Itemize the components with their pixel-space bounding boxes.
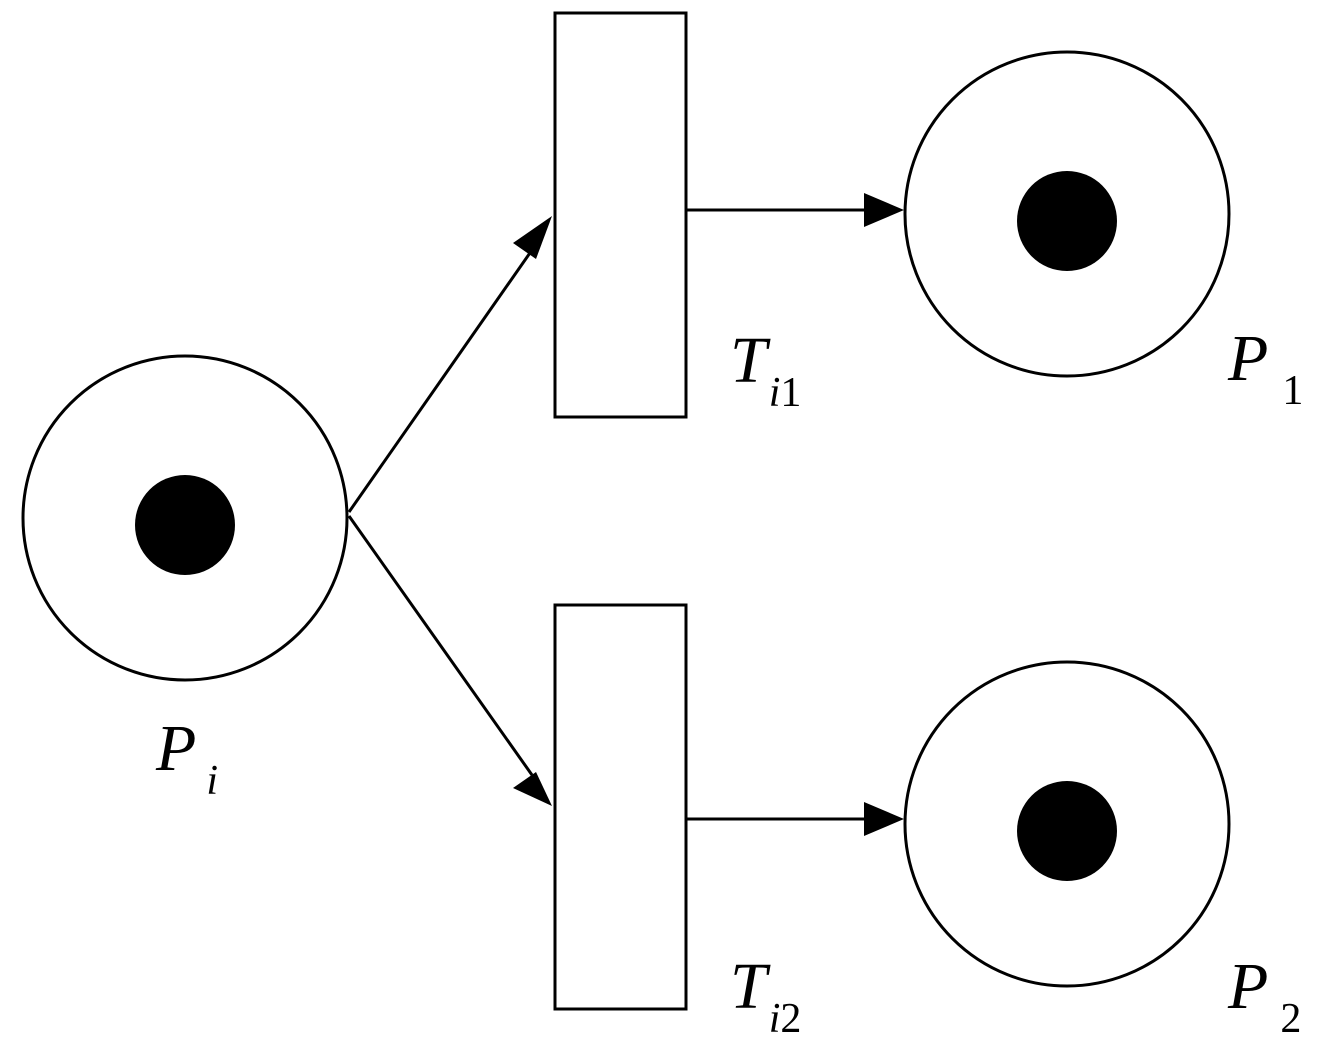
- transition-ti1: Ti1: [553, 11, 801, 419]
- transition-ti2-box: [553, 603, 688, 1011]
- transition-ti2-label: Ti2: [730, 950, 801, 1042]
- transition-ti1-box: [553, 11, 688, 419]
- place-pi-token: [135, 475, 235, 575]
- transition-ti1-label: Ti1: [730, 324, 801, 416]
- transition-ti2: Ti2: [553, 603, 801, 1042]
- arc-pi-ti2: [347, 515, 552, 806]
- place-p2-token: [1017, 781, 1117, 881]
- arc-ti2-p2: [687, 802, 904, 836]
- arc-pi-ti1: [347, 216, 552, 513]
- arc-ti1-p1: [687, 193, 904, 227]
- place-p1-token: [1017, 171, 1117, 271]
